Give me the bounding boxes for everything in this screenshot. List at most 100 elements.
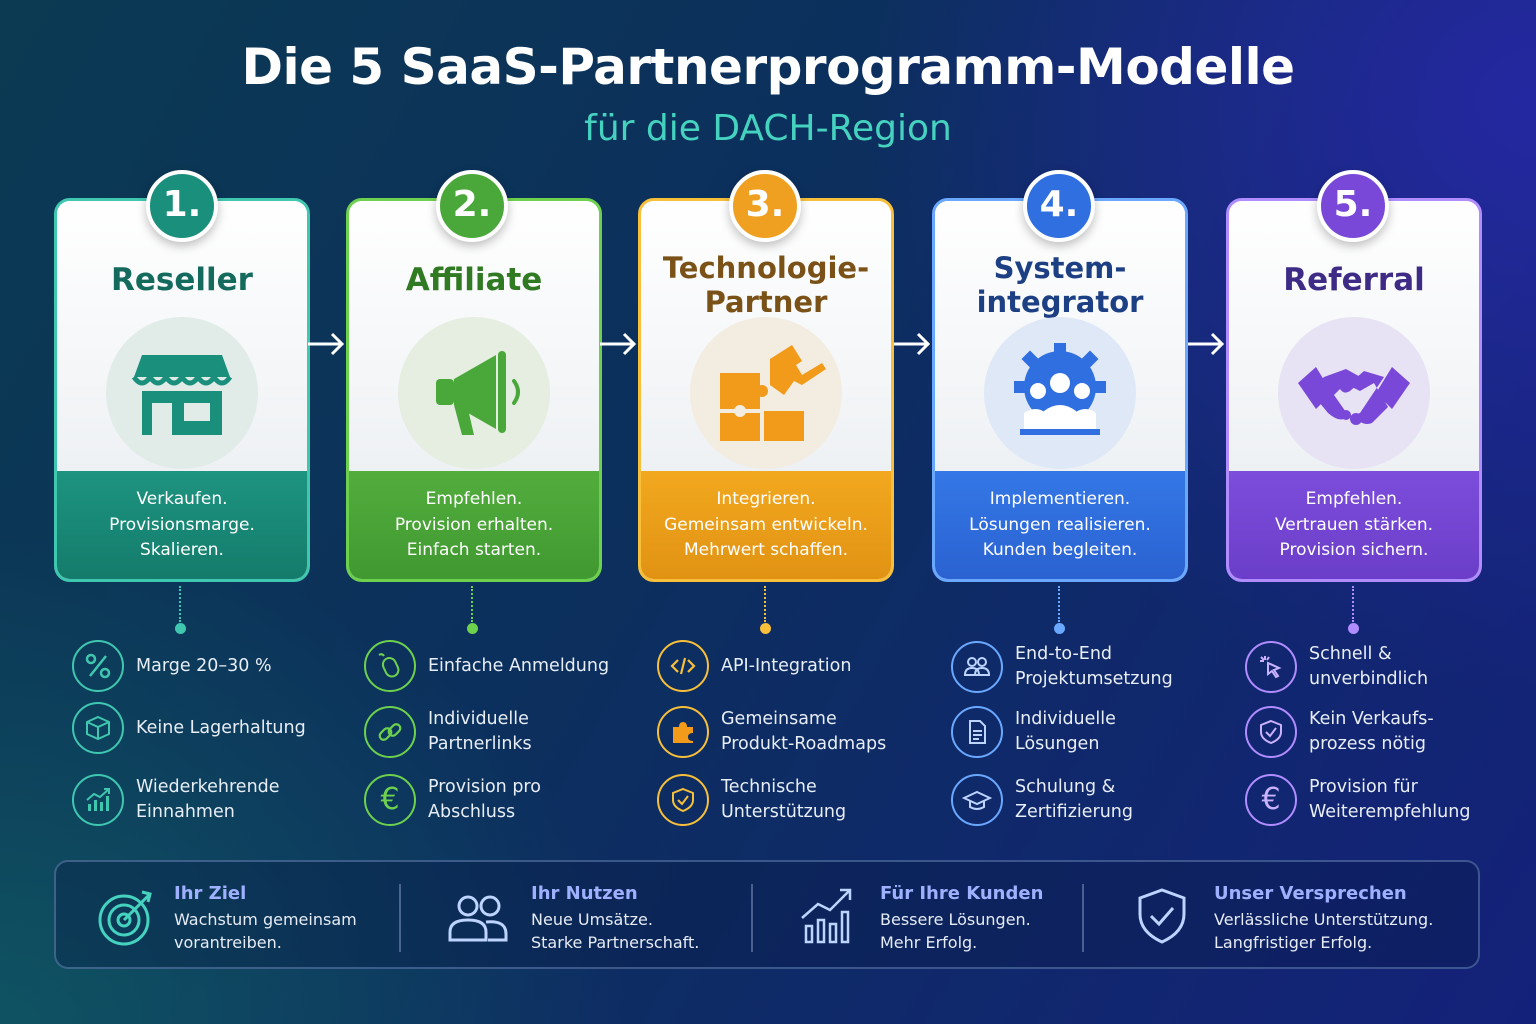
feature-text: Keine Lagerhaltung [136,717,306,738]
feature-item: Individuelle Partnerlinks [364,706,532,758]
model-icon-circle [690,317,842,469]
shield-check-icon [657,774,709,826]
feature-text: Gemeinsame Produkt-Roadmaps [721,709,887,754]
feature-text: Marge 20–30 % [136,655,272,676]
shield-check-icon [1138,888,1186,944]
footer-divider [1082,884,1084,952]
feature-item: Marge 20–30 % [72,640,272,692]
feature-item: Wiederkehrende Einnahmen [72,774,280,826]
page-subtitle: für die DACH-Region [584,108,952,149]
feature-item: API-Integration [657,640,851,692]
model-icon-circle [1278,317,1430,469]
connector-line [764,586,766,622]
feature-text: Provision pro Abschluss [428,777,541,822]
euro-icon: € [1245,774,1297,826]
connector-dot [1054,623,1065,634]
feature-text: Schulung & Zertifizierung [1015,777,1133,822]
arrow-right-icon [308,332,345,356]
connector-line [471,586,473,622]
connector-line [1058,586,1060,622]
document-icon [951,706,1003,758]
growth-chart-icon [72,774,124,826]
storefront-icon [131,355,233,435]
connector-line [179,586,181,622]
model-icon-circle [106,317,258,469]
code-icon [657,640,709,692]
footer-panel: Ihr Ziel Wachstum gemeinsam vorantreiben… [54,860,1480,969]
graduation-cap-icon [951,774,1003,826]
model-card-systemintegrator: System- integrator Implementieren. Lösun… [932,198,1188,582]
feature-item: Schulung & Zertifizierung [951,774,1133,826]
model-tagline: Verkaufen. Provisionsmarge. Skalieren. [57,471,307,579]
model-card-referral: Referral Empfehlen. Vertrauen stärken. P… [1226,198,1482,582]
connector-dot [760,623,771,634]
percent-icon [72,640,124,692]
connector-dot [1348,623,1359,634]
model-number-badge: 3. [729,170,801,242]
feature-item: Gemeinsame Produkt-Roadmaps [657,706,886,758]
footer-text: Verlässliche Unterstützung. Langfristige… [1214,910,1434,952]
puzzle-piece-icon [657,706,709,758]
footer-text: Neue Umsätze. Starke Partnerschaft. [531,910,700,952]
cursor-click-icon [1245,641,1297,693]
arrow-right-icon [1188,332,1225,356]
euro-icon: € [364,774,416,826]
model-name: Reseller [111,262,253,298]
link-icon [364,706,416,758]
feature-item: € Provision pro Abschluss [364,774,541,826]
footer-item: Unser Versprechen Verlässliche Unterstüt… [1214,882,1433,954]
feature-text: Provision für Weiterempfehlung [1309,777,1471,822]
footer-item: Ihr Nutzen Neue Umsätze. Starke Partners… [531,882,699,954]
connector-dot [175,623,186,634]
box-icon [72,702,124,754]
feature-item: Individuelle Lösungen [951,706,1116,758]
shield-check-icon [1245,706,1297,758]
footer-divider [751,884,753,952]
model-number-badge: 1. [146,170,218,242]
model-card-reseller: Reseller Verkaufen. Provisionsmarge. Ska… [54,198,310,582]
megaphone-icon [436,351,520,435]
model-name: System- integrator [976,251,1144,319]
page-title: Die 5 SaaS-Partnerprogramm-Modelle [241,38,1295,96]
model-name: Referral [1283,262,1425,298]
model-name: Technologie- Partner [662,251,870,319]
handshake-icon [1298,367,1410,425]
feature-item: End-to-End Projektumsetzung [951,641,1173,693]
target-icon [98,890,152,946]
model-number-badge: 2. [436,170,508,242]
connector-line [1352,586,1354,622]
feature-text: Individuelle Lösungen [1015,709,1116,754]
model-card-affiliate: Affiliate Empfehlen. Provision erhalten.… [346,198,602,582]
model-tagline: Empfehlen. Provision erhalten. Einfach s… [349,471,599,579]
model-name: Affiliate [405,262,543,298]
feature-item: Schnell & unverbindlich [1245,641,1428,693]
arrow-right-icon [600,332,637,356]
footer-heading: Ihr Nutzen [531,883,638,904]
model-tagline: Empfehlen. Vertrauen stärken. Provision … [1229,471,1479,579]
feature-item: Keine Lagerhaltung [72,702,306,754]
model-number-badge: 4. [1023,170,1095,242]
feature-item: Technische Unterstützung [657,774,846,826]
footer-heading: Unser Versprechen [1214,883,1407,904]
footer-heading: Für Ihre Kunden [880,883,1044,904]
feature-text: Einfache Anmeldung [428,655,610,676]
footer-text: Wachstum gemeinsam vorantreiben. [174,910,357,952]
people-icon [951,641,1003,693]
feature-item: Einfache Anmeldung [364,640,609,692]
arrow-right-icon [894,332,931,356]
feature-text: API-Integration [721,655,852,676]
feature-text: Kein Verkaufs- prozess nötig [1309,709,1434,754]
model-icon-circle [984,317,1136,469]
footer-divider [399,884,401,952]
mouse-icon [364,640,416,692]
team-gear-icon [1014,343,1106,435]
feature-text: Individuelle Partnerlinks [428,709,532,754]
connector-dot [467,623,478,634]
feature-item: € Provision für Weiterempfehlung [1245,774,1470,826]
model-number-badge: 5. [1317,170,1389,242]
feature-text: Schnell & unverbindlich [1309,644,1429,689]
footer-text: Bessere Lösungen. Mehr Erfolg. [880,910,1031,952]
feature-text: End-to-End Projektumsetzung [1015,644,1173,689]
model-card-technologie-partner: Technologie- Partner Integrieren. Gemein… [638,198,894,582]
feature-text: Technische Unterstützung [721,777,847,822]
